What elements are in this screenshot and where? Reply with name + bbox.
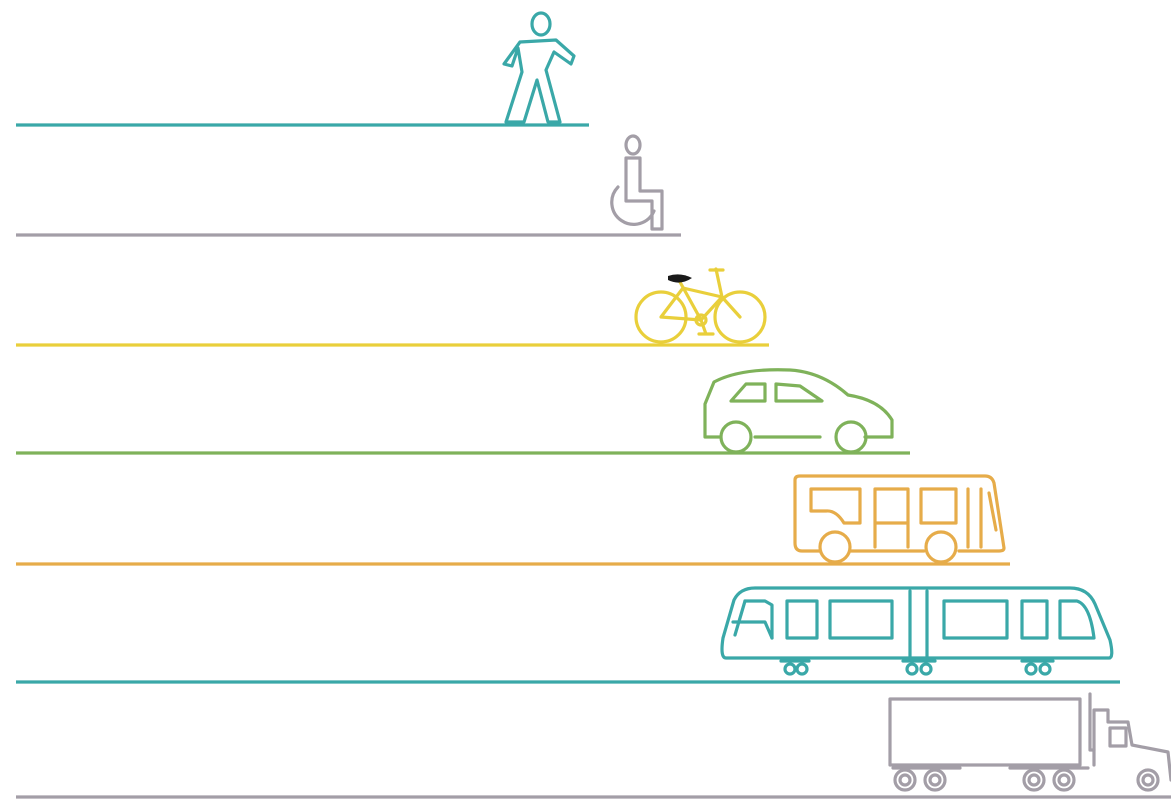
truck-icon bbox=[888, 692, 1171, 792]
wheelchair-icon bbox=[610, 134, 664, 231]
bicycle-seat-icon bbox=[668, 274, 692, 283]
light-rail-icon bbox=[720, 586, 1114, 676]
bus-icon bbox=[793, 474, 1006, 564]
pedestrian-icon bbox=[502, 11, 576, 124]
bicycle-icon bbox=[634, 267, 767, 344]
car-icon bbox=[703, 368, 894, 454]
